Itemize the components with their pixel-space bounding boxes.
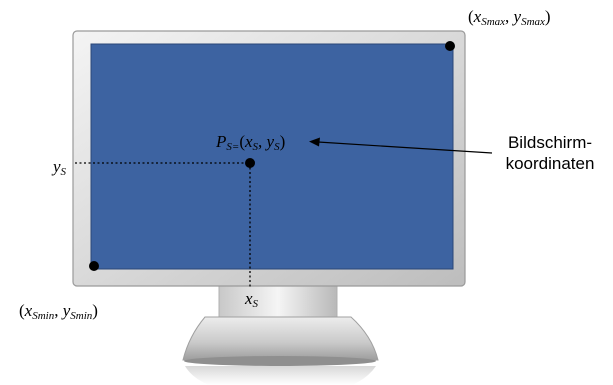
label-point-x: x bbox=[245, 132, 253, 151]
label-xs-sub: S bbox=[253, 298, 259, 310]
label-point-y: y bbox=[267, 132, 275, 151]
label-min-coordinates: (xSmin, ySmin) bbox=[19, 302, 98, 322]
point-max bbox=[445, 41, 455, 51]
label-max-y: y bbox=[514, 7, 522, 26]
label-min-sep: , bbox=[54, 301, 63, 320]
label-ys-y: y bbox=[53, 157, 61, 176]
label-max-x-sub: Smax bbox=[481, 16, 505, 28]
label-max-y-sub: Smax bbox=[521, 16, 545, 28]
label-min-x-sub: Smin bbox=[32, 310, 54, 322]
stand-reflection bbox=[185, 366, 376, 385]
label-max-close: ) bbox=[545, 7, 551, 26]
stand-neck bbox=[219, 282, 337, 318]
label-point-p: P bbox=[216, 132, 226, 151]
point-min bbox=[89, 261, 99, 271]
label-max-coordinates: (xSmax, ySmax) bbox=[468, 8, 551, 28]
label-ys: yS bbox=[53, 158, 66, 178]
label-xs: xS bbox=[245, 290, 258, 310]
label-point-ps: PS=(xS, yS) bbox=[216, 133, 285, 153]
callout-label: Bildschirm- koordinaten bbox=[495, 132, 605, 174]
stand-base-edge bbox=[184, 356, 376, 366]
callout-line-2: koordinaten bbox=[495, 153, 605, 174]
label-min-close: ) bbox=[92, 301, 98, 320]
label-min-y-sub: Smin bbox=[70, 310, 92, 322]
point-ps bbox=[245, 158, 255, 168]
label-max-sep: , bbox=[505, 7, 514, 26]
stand-base bbox=[183, 317, 378, 360]
label-point-sep: , bbox=[258, 132, 267, 151]
label-ys-sub: S bbox=[61, 166, 67, 178]
label-point-p-sub: S= bbox=[226, 141, 239, 153]
monitor-screen bbox=[91, 44, 453, 269]
label-xs-x: x bbox=[245, 289, 253, 308]
label-point-close: ) bbox=[280, 132, 286, 151]
callout-line-1: Bildschirm- bbox=[495, 132, 605, 153]
